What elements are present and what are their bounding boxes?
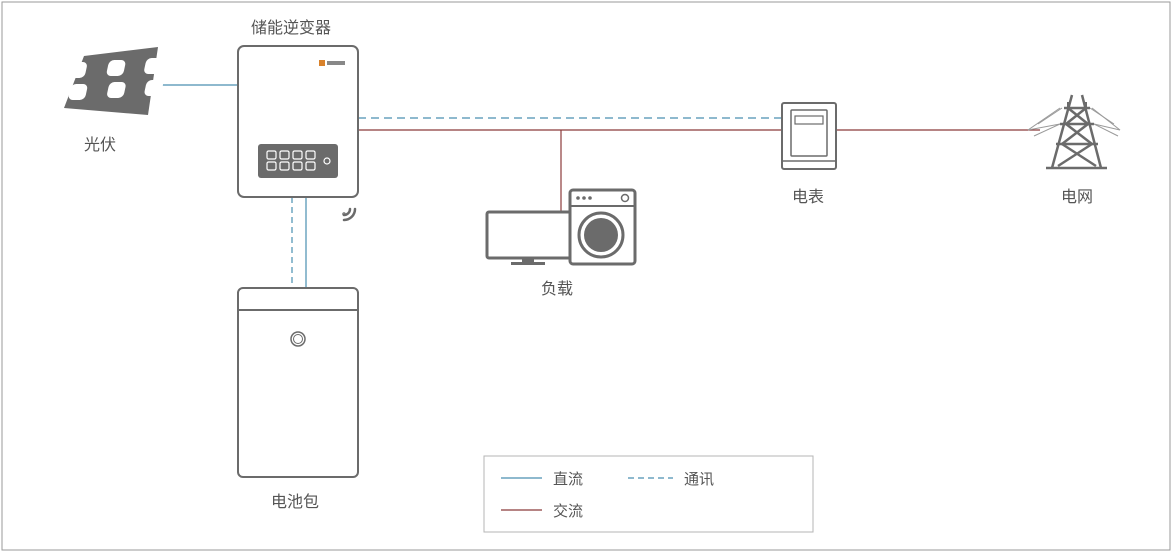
washing-machine-icon xyxy=(568,188,637,266)
solar-panel-icon xyxy=(64,47,164,115)
load-label: 负载 xyxy=(541,279,574,298)
inverter-icon xyxy=(237,45,359,198)
meter-label: 电表 xyxy=(792,187,825,206)
grid-label: 电网 xyxy=(1061,187,1094,206)
legend-box xyxy=(483,455,814,533)
monitor-icon xyxy=(485,210,573,265)
legend-dc-label: 直流 xyxy=(553,470,584,488)
power-tower-icon xyxy=(1027,94,1121,170)
legend-comm-label: 通讯 xyxy=(684,470,715,488)
legend-ac-label: 交流 xyxy=(553,502,584,520)
battery-pack-icon xyxy=(237,287,359,478)
inverter-label: 储能逆变器 xyxy=(251,18,332,37)
wifi-icon xyxy=(342,207,357,222)
pv-label: 光伏 xyxy=(84,135,117,154)
legend xyxy=(483,455,814,533)
battery-label: 电池包 xyxy=(271,492,320,511)
energy-meter-icon xyxy=(781,102,837,170)
